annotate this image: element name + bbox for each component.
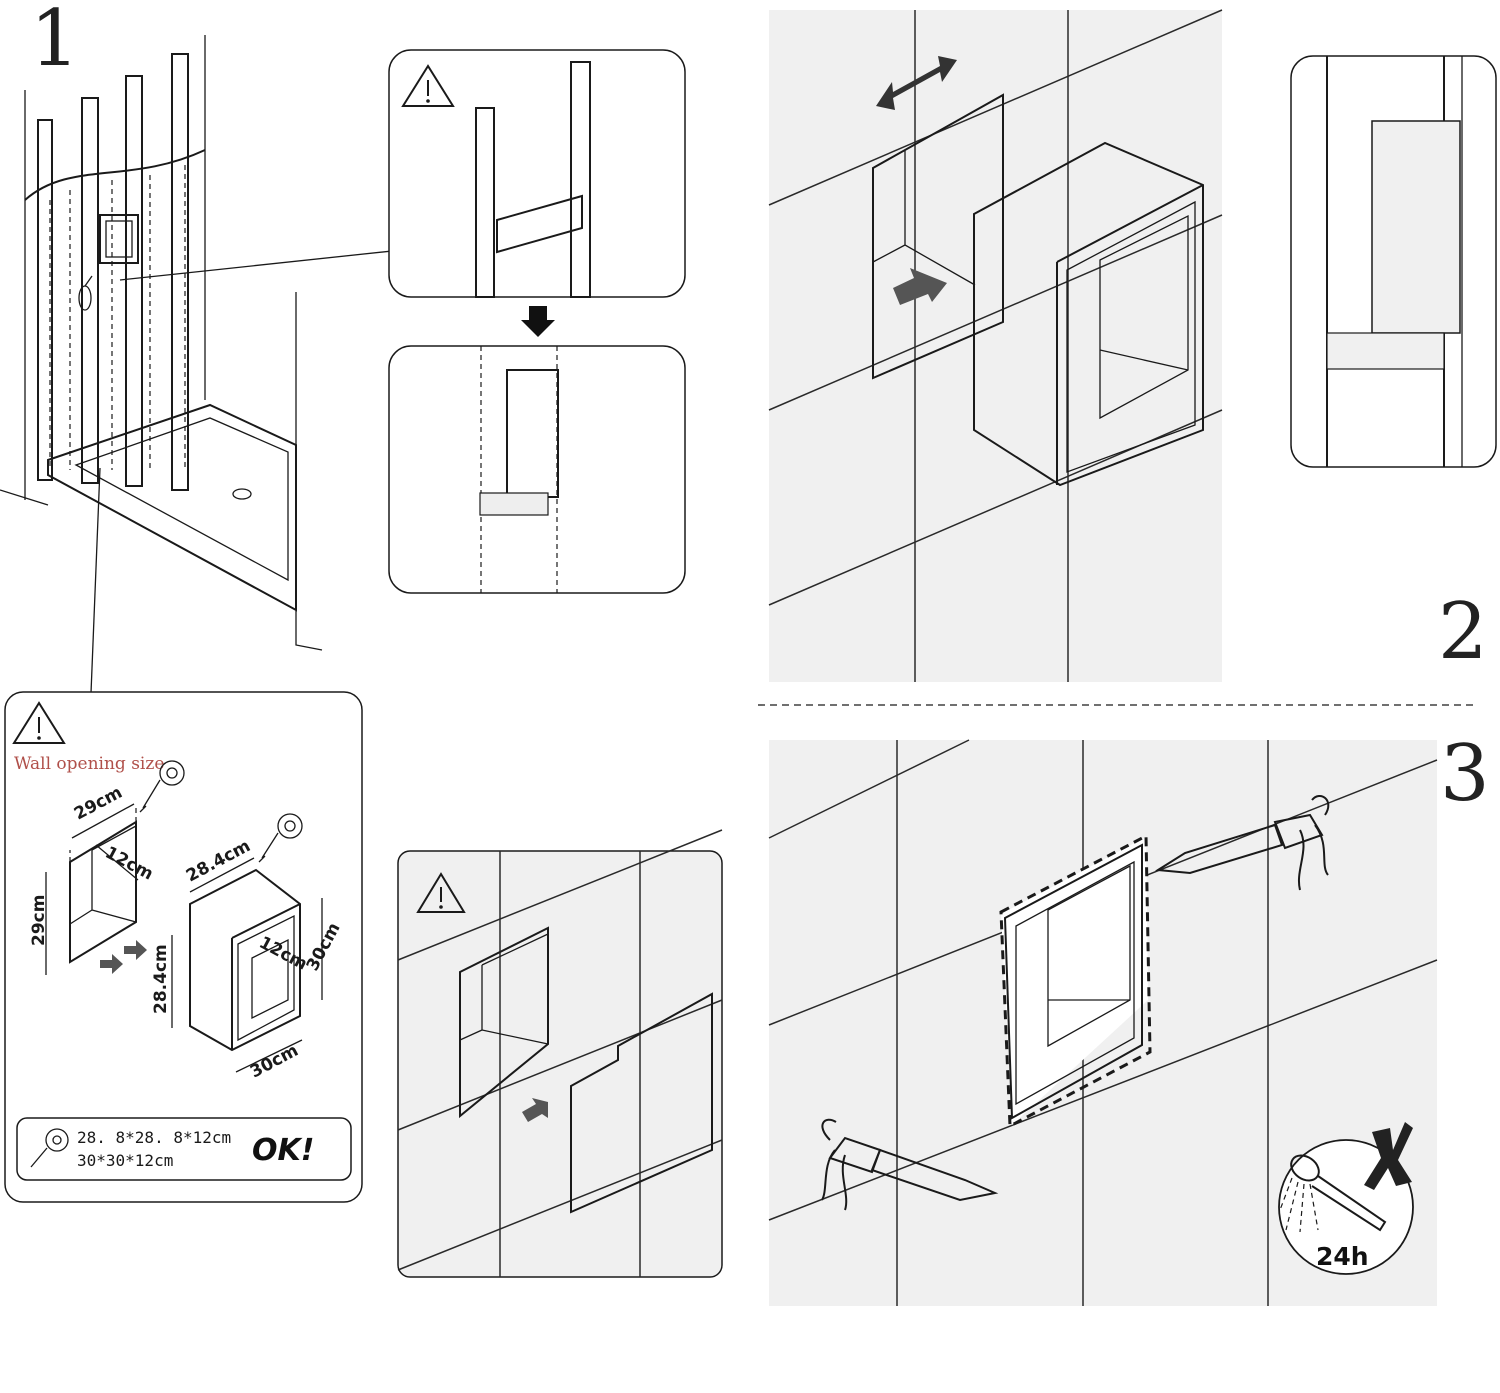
step2-install-niche: 2 [768, 9, 1488, 682]
no-shower-24h-badge: 24h [1278, 1122, 1414, 1275]
step-number-3: 3 [1440, 729, 1490, 819]
push-arrow-icon [893, 268, 947, 305]
double-arrow-icon [876, 56, 957, 110]
warning-triangle-icon [401, 64, 455, 107]
size-line-1: 28. 8*28. 8*12cm [77, 1128, 231, 1147]
wall-opening-size-panel: Wall opening size 29cm 12cm 29cm 28.4cm … [4, 691, 363, 1203]
warning-triangle-icon [416, 872, 466, 913]
tape-measure-icon [139, 760, 185, 813]
step-number-1: 1 [30, 0, 80, 84]
wall-opening-title: Wall opening size [14, 754, 164, 774]
niche-height-label: 28.4cm [151, 944, 171, 1014]
push-arrow-icon [100, 954, 123, 974]
tape-measure-icon [258, 813, 303, 863]
cross-icon [1364, 1122, 1413, 1190]
push-arrow-icon [124, 940, 147, 960]
step3-seal-niche: 3 [768, 729, 1490, 1306]
detail-panel-side-view [388, 345, 686, 594]
opening-height-label: 29cm [29, 895, 49, 946]
warning-triangle-icon [12, 701, 66, 744]
detail-panel-board-cutout [397, 829, 723, 1278]
size-line-2: 30*30*12cm [77, 1151, 173, 1170]
cure-time-label: 24h [1316, 1242, 1369, 1271]
tape-measure-icon [30, 1128, 69, 1168]
ok-label: OK! [252, 1133, 314, 1168]
step-number-2: 2 [1438, 587, 1488, 677]
detail-panel-blocking [388, 49, 686, 298]
caulking-gun-icon [1154, 795, 1330, 891]
shower-head-icon [1279, 1154, 1387, 1233]
down-arrow-icon [521, 306, 555, 337]
push-arrow-icon [522, 1098, 548, 1122]
caulking-gun-icon [821, 1118, 999, 1211]
detail-panel-niche-side [1290, 55, 1497, 468]
step1-shower-scene: 1 [0, 0, 496, 719]
